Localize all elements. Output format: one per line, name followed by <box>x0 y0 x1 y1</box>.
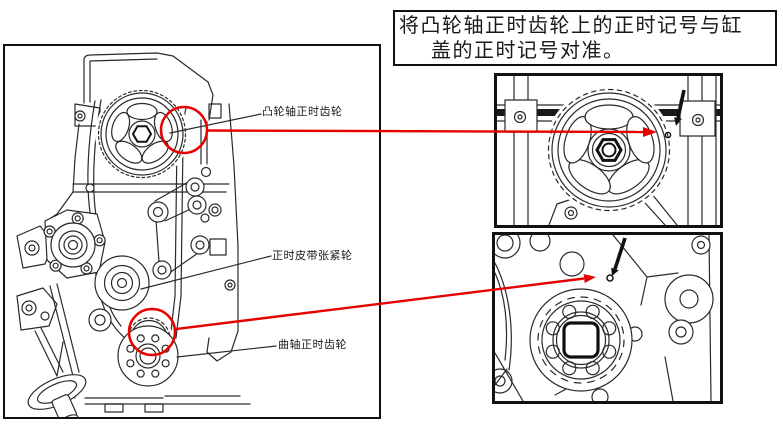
camshaft-gear-closeup-panel <box>494 73 723 228</box>
leader-line-crankshaft-gear <box>176 345 277 358</box>
camshaft-timing-mark <box>664 131 672 139</box>
engine-mount-bracket <box>16 225 84 393</box>
camshaft-gear-closeup-drawing <box>497 76 720 225</box>
instruction-text-line2: 盖的正时记号对准。 <box>431 40 625 62</box>
camshaft-timing-gear-closeup <box>545 86 673 214</box>
timing-mark-arrow-camshaft <box>674 89 686 126</box>
water-pump-pulley <box>43 209 106 279</box>
engine-diagram-frame: 凸轮轴正时齿轮 正时皮带张紧轮 曲轴正时齿轮 <box>3 44 381 419</box>
crankshaft-timing-gear-closeup <box>529 288 643 392</box>
camshaft-timing-gear <box>95 87 189 181</box>
crankshaft-timing-gear <box>117 315 179 387</box>
right-bracket-bosses <box>147 177 236 291</box>
crankshaft-timing-mark <box>606 274 614 282</box>
instruction-text-line1: 将凸轮轴正时齿轮上的正时记号与缸 <box>399 15 743 37</box>
label-tensioner-pulley: 正时皮带张紧轮 <box>272 250 353 262</box>
crankshaft-pulley <box>27 374 87 417</box>
leader-line-tensioner <box>140 255 272 290</box>
engine-front-diagram <box>16 52 277 417</box>
label-camshaft-timing-gear: 凸轮轴正时齿轮 <box>262 106 343 118</box>
crankshaft-gear-closeup-drawing <box>495 235 714 401</box>
idler-pulley <box>88 308 112 332</box>
crankshaft-gear-closeup-panel <box>492 232 723 404</box>
timing-mark-arrow-crankshaft <box>611 237 627 276</box>
label-crankshaft-timing-gear: 曲轴正时齿轮 <box>278 339 347 351</box>
tensioner-pulley <box>94 255 150 311</box>
instruction-box: 将凸轮轴正时齿轮上的正时记号与缸 盖的正时记号对准。 <box>393 10 777 66</box>
